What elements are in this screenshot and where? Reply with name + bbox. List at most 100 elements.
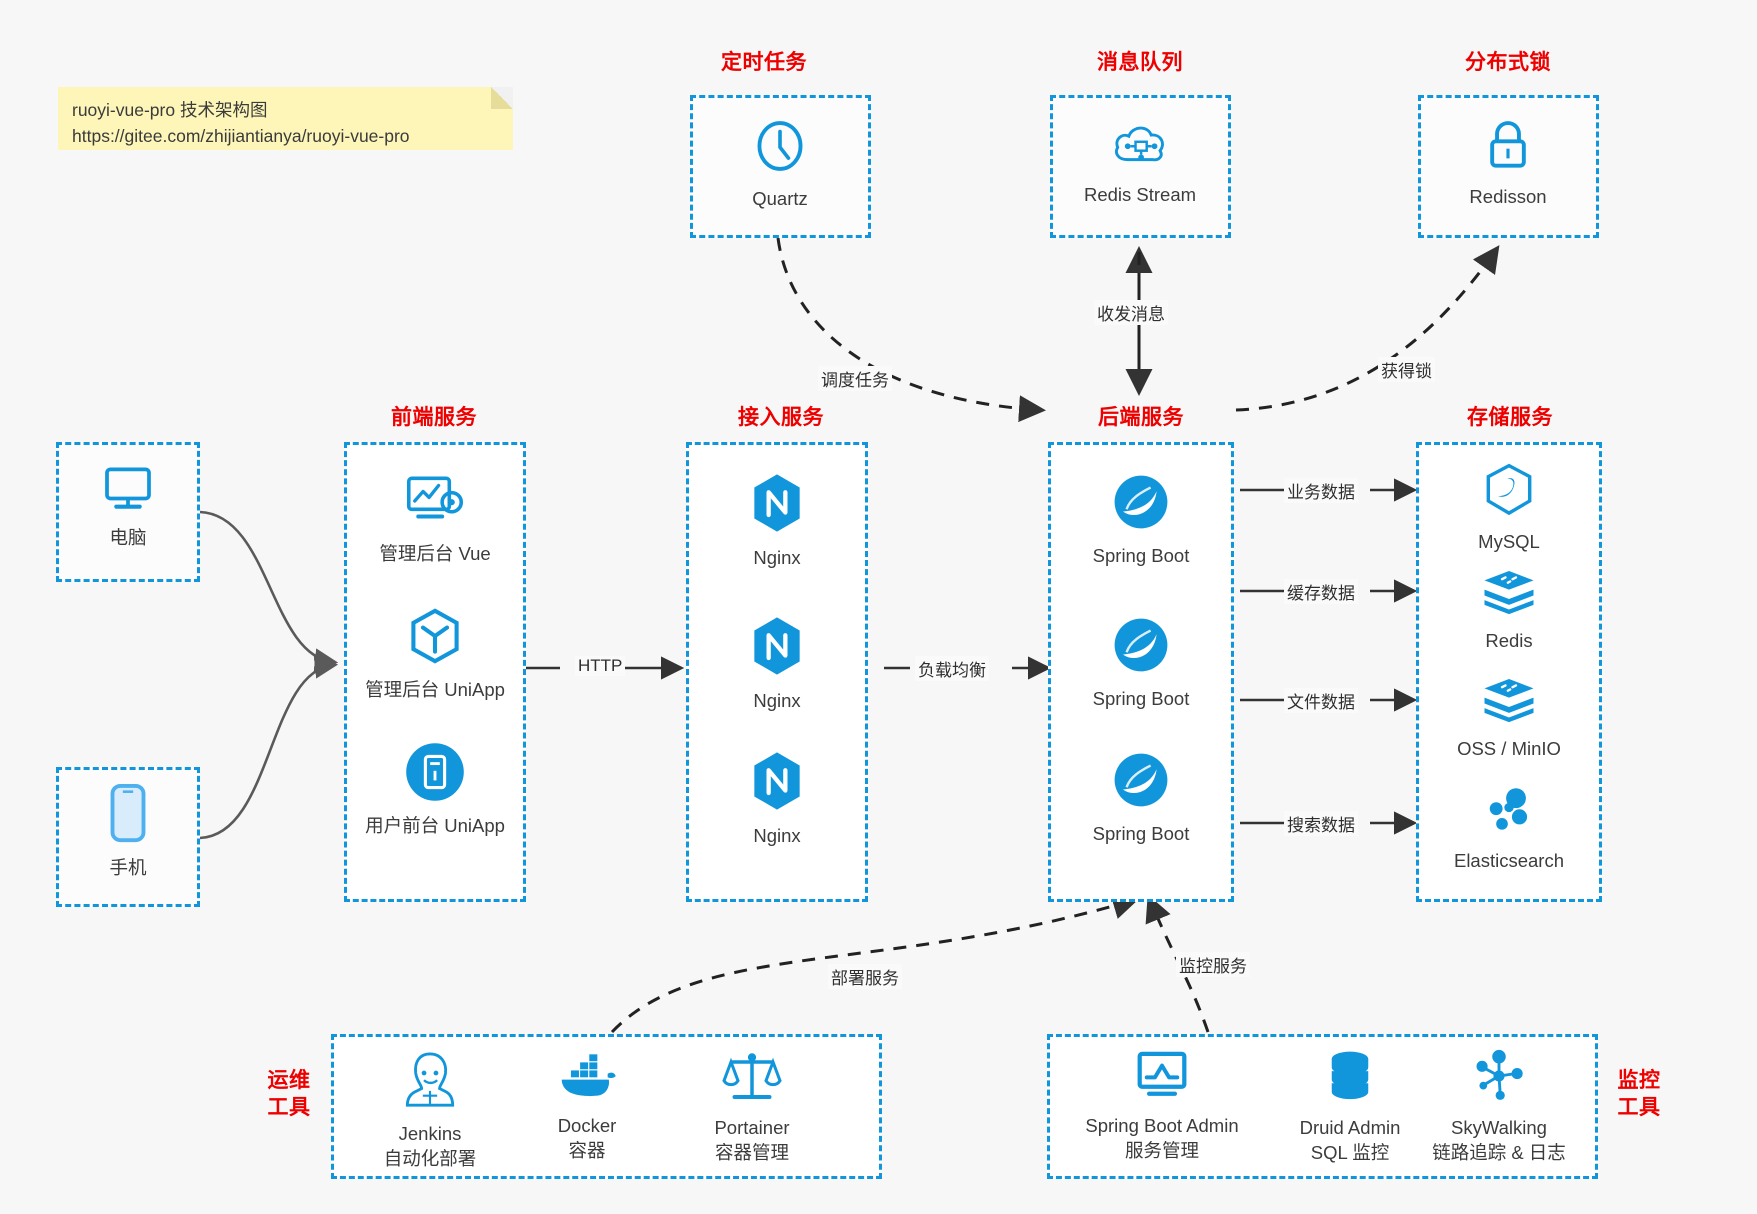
druid-db-icon: [1323, 1048, 1377, 1109]
edge-label-send-receive-message: 收发消息: [1094, 300, 1168, 325]
jenkins-icon: [401, 1048, 459, 1115]
node-label: SkyWalking: [1451, 1117, 1547, 1138]
section-title-devops-line1: 运维: [267, 1069, 311, 1092]
section-title-scheduled-task: 定时任务: [721, 51, 807, 74]
edge-label-load-balance: 负载均衡: [915, 656, 989, 681]
node-label: Spring Boot: [1092, 688, 1190, 709]
nginx-icon: [749, 472, 805, 539]
edge-label-http: HTTP: [575, 656, 626, 676]
section-title-monitor: 监控 工具: [1608, 1068, 1670, 1122]
node-spring-boot-1[interactable]: Spring Boot: [1056, 472, 1226, 569]
node-redis-stream[interactable]: Redis Stream: [1060, 117, 1220, 208]
node-spring-boot-2[interactable]: Spring Boot: [1056, 615, 1226, 712]
nginx-icon: [749, 750, 805, 817]
node-label: Nginx: [753, 825, 801, 846]
node-label: Redis: [1485, 630, 1533, 651]
node-jenkins[interactable]: Jenkins 自动化部署: [350, 1048, 510, 1172]
mysql-icon: [1482, 462, 1536, 523]
node-admin-uniapp[interactable]: 管理后台 UniApp: [352, 606, 518, 703]
node-label: Nginx: [753, 547, 801, 568]
edge-label-schedule-task: 调度任务: [818, 366, 892, 391]
node-label: Spring Boot Admin: [1085, 1115, 1239, 1136]
node-label: Jenkins: [398, 1123, 462, 1144]
note-url: https://gitee.com/zhijiantianya/ruoyi-vu…: [72, 126, 410, 147]
node-mysql[interactable]: MySQL: [1424, 462, 1594, 555]
node-redis[interactable]: Redis: [1424, 567, 1594, 654]
section-title-storage: 存储服务: [1467, 406, 1553, 429]
section-title-monitor-line1: 监控: [1617, 1069, 1661, 1092]
node-nginx-2[interactable]: Nginx: [694, 615, 860, 714]
spring-boot-icon: [1111, 750, 1171, 815]
node-portainer[interactable]: Portainer 容器管理: [668, 1048, 836, 1166]
redis-stream-cloud-icon: [1111, 117, 1169, 176]
section-title-devops: 运维 工具: [258, 1068, 320, 1122]
clock-icon: [751, 117, 809, 180]
node-nginx-3[interactable]: Nginx: [694, 750, 860, 849]
node-label: Portainer: [714, 1117, 790, 1138]
edge-label-monitor-service: 监控服务: [1176, 952, 1250, 977]
note-title: ruoyi-vue-pro 技术架构图: [72, 100, 268, 120]
node-sublabel: 容器管理: [714, 1141, 789, 1163]
node-user-uniapp[interactable]: 用户前台 UniApp: [352, 742, 518, 839]
title-note: ruoyi-vue-pro 技术架构图 https://gitee.com/zh…: [58, 87, 513, 150]
node-spring-boot-3[interactable]: Spring Boot: [1056, 750, 1226, 847]
edge-label-search-data: 搜索数据: [1284, 811, 1358, 836]
node-label: 管理后台 Vue: [379, 543, 491, 564]
node-skywalking[interactable]: SkyWalking 链路追踪 & 日志: [1406, 1048, 1592, 1166]
node-desktop[interactable]: 电脑: [62, 462, 194, 551]
node-nginx-1[interactable]: Nginx: [694, 472, 860, 571]
node-sublabel: SQL 监控: [1310, 1141, 1390, 1163]
edge-label-cache-data: 缓存数据: [1284, 579, 1358, 604]
section-title-message-queue: 消息队列: [1097, 51, 1183, 74]
edge-label-file-data: 文件数据: [1284, 688, 1358, 713]
node-label: 管理后台 UniApp: [365, 679, 505, 700]
node-label: Spring Boot: [1092, 823, 1190, 844]
note-fold-corner: [491, 87, 513, 109]
edge-label-acquire-lock: 获得锁: [1378, 357, 1435, 382]
node-label: Quartz: [752, 188, 808, 209]
node-spring-boot-admin[interactable]: Spring Boot Admin 服务管理: [1062, 1048, 1262, 1164]
edge-label-deploy-service: 部署服务: [828, 964, 902, 989]
section-title-access: 接入服务: [738, 406, 824, 429]
node-sublabel: 自动化部署: [383, 1147, 477, 1169]
mobile-icon: [106, 782, 150, 849]
dashboard-vue-icon: [404, 472, 466, 535]
node-druid-admin[interactable]: Druid Admin SQL 监控: [1265, 1048, 1435, 1166]
group-box-scheduled-task: [690, 95, 871, 238]
spring-boot-admin-icon: [1132, 1048, 1192, 1107]
node-label: 用户前台 UniApp: [365, 815, 505, 836]
edge-label-business-data: 业务数据: [1284, 478, 1358, 503]
node-label: Docker: [557, 1115, 617, 1136]
node-label: Spring Boot: [1092, 545, 1190, 566]
node-label: MySQL: [1478, 531, 1540, 552]
node-mobile[interactable]: 手机: [62, 782, 194, 881]
mobile-app-icon: [405, 742, 465, 807]
node-label: Elasticsearch: [1453, 850, 1564, 871]
section-title-backend: 后端服务: [1098, 406, 1184, 429]
uniapp-cube-icon: [406, 606, 464, 671]
node-sublabel: 链路追踪 & 日志: [1432, 1141, 1566, 1163]
redis-icon: [1481, 567, 1537, 622]
docker-icon: [556, 1048, 618, 1107]
oss-minio-icon: [1481, 675, 1537, 730]
section-title-distributed-lock: 分布式锁: [1465, 51, 1551, 74]
node-sublabel: 服务管理: [1124, 1139, 1199, 1161]
node-label: Redisson: [1469, 186, 1547, 207]
node-sublabel: 容器: [568, 1139, 606, 1161]
node-label: 手机: [109, 857, 147, 878]
group-box-storage: [1416, 442, 1602, 902]
node-docker[interactable]: Docker 容器: [507, 1048, 667, 1164]
section-title-monitor-line2: 工具: [1617, 1095, 1661, 1119]
spring-boot-icon: [1111, 472, 1171, 537]
node-redisson[interactable]: Redisson: [1428, 117, 1588, 210]
nginx-icon: [749, 615, 805, 682]
section-title-frontend: 前端服务: [391, 406, 477, 429]
node-oss-minio[interactable]: OSS / MinIO: [1424, 675, 1594, 762]
node-admin-vue[interactable]: 管理后台 Vue: [352, 472, 518, 567]
node-quartz[interactable]: Quartz: [700, 117, 860, 212]
group-box-client-desktop: [56, 442, 200, 582]
skywalking-icon: [1470, 1048, 1528, 1109]
node-elasticsearch[interactable]: Elasticsearch: [1424, 785, 1594, 874]
section-title-devops-line2: 工具: [267, 1095, 311, 1119]
